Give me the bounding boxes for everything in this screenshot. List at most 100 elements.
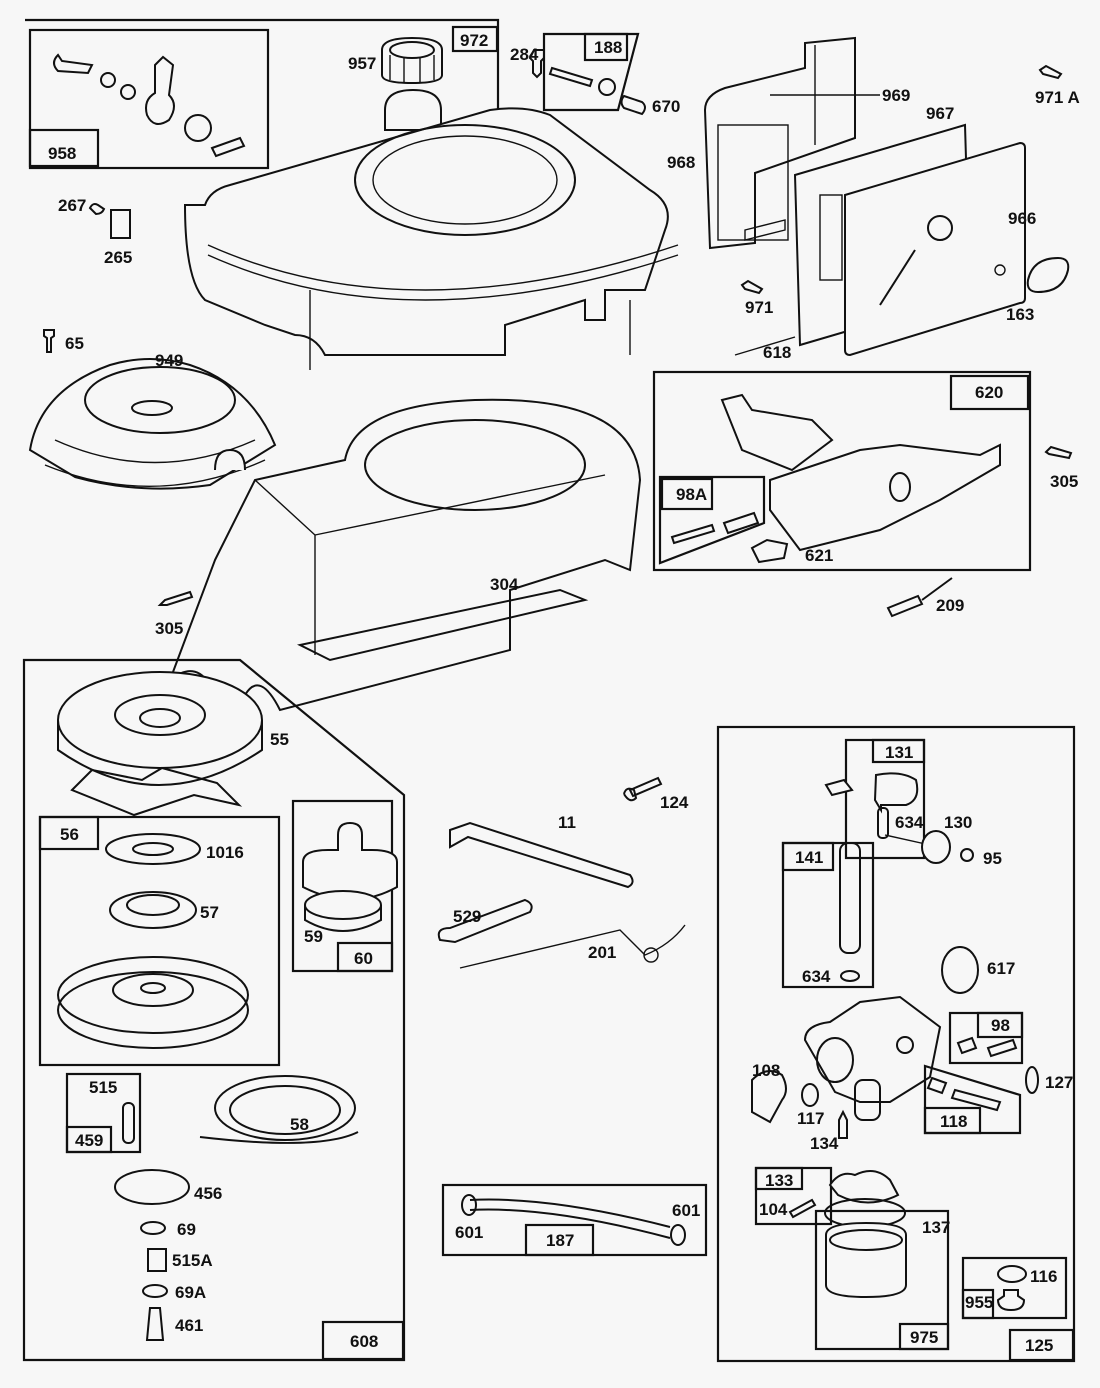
label-966: 966 — [1008, 209, 1036, 228]
fuel-bowl-icon — [825, 1221, 907, 1299]
label-124: 124 — [660, 793, 689, 812]
label-116: 116 — [1030, 1267, 1057, 1286]
label-98A: 98A — [676, 485, 707, 504]
rope-58-icon — [199, 1075, 359, 1144]
needle-118-icon — [926, 1076, 1002, 1112]
label-515A: 515A — [172, 1251, 213, 1270]
screw-971-icon — [740, 279, 764, 295]
tube-11-icon — [449, 821, 634, 889]
pawl-icon — [302, 821, 398, 901]
hose-529-icon — [437, 898, 533, 944]
kit-box-141 — [781, 841, 875, 989]
cam-456-icon — [114, 1169, 190, 1205]
label-125: 125 — [1025, 1336, 1053, 1355]
bushing-117-icon — [801, 1083, 819, 1107]
label-209: 209 — [936, 596, 964, 615]
fuel-cap-icon — [381, 36, 443, 85]
label-141: 141 — [795, 848, 823, 867]
air-cleaner-base-icon — [703, 36, 856, 250]
screw-65-icon — [43, 329, 55, 353]
label-201: 201 — [588, 943, 616, 962]
label-69: 69 — [177, 1220, 196, 1239]
label-131: 131 — [885, 743, 913, 762]
label-967: 967 — [926, 104, 954, 123]
label-969: 969 — [882, 86, 910, 105]
float-icon — [828, 1170, 900, 1204]
label-461: 461 — [175, 1316, 203, 1335]
label-60: 60 — [354, 949, 373, 968]
label-265: 265 — [104, 248, 132, 267]
kit-box-98 — [948, 1011, 1024, 1065]
kit-box-608 — [22, 658, 406, 1362]
label-456: 456 — [194, 1184, 222, 1203]
label-601-right: 601 — [672, 1201, 700, 1220]
choke-lever-icon — [824, 772, 919, 814]
kit-box-131 — [824, 738, 926, 860]
plate-130-icon — [921, 830, 951, 864]
label-620: 620 — [975, 383, 1003, 402]
label-59: 59 — [304, 927, 323, 946]
spring-618-icon — [734, 336, 796, 356]
label-130: 130 — [944, 813, 972, 832]
screw-icon — [53, 53, 94, 75]
label-187: 187 — [546, 1231, 574, 1250]
label-117: 117 — [797, 1109, 824, 1128]
label-98: 98 — [991, 1016, 1010, 1035]
label-608: 608 — [350, 1332, 378, 1351]
oring-127-icon — [1025, 1066, 1039, 1094]
label-284: 284 — [510, 45, 539, 64]
link-201-icon — [459, 924, 686, 969]
kit-box-60 — [291, 799, 398, 973]
retainer-59-icon — [304, 890, 382, 920]
pin-104-icon — [788, 1198, 817, 1219]
label-108: 108 — [752, 1061, 780, 1080]
throttle-plate-108-icon — [751, 1070, 787, 1124]
oring-617-icon — [941, 946, 979, 994]
label-634-bottom: 634 — [802, 967, 831, 986]
screw-267-icon — [88, 203, 106, 216]
screw-305-right-icon — [1044, 445, 1073, 460]
label-304: 304 — [490, 575, 519, 594]
label-134: 134 — [810, 1134, 839, 1153]
clip-icon — [210, 136, 246, 158]
label-137: 137 — [922, 1218, 950, 1237]
label-621: 621 — [805, 546, 833, 565]
label-971A: 971 A — [1035, 88, 1080, 107]
label-57: 57 — [200, 903, 219, 922]
label-305-right: 305 — [1050, 472, 1078, 491]
kit-box-958 — [28, 28, 270, 170]
label-65: 65 — [65, 334, 84, 353]
kit-box-118 — [923, 1064, 1022, 1135]
fuel-tank-icon — [183, 88, 679, 370]
part-labels: 972 958 957 284 188 670 969 971 A 967 96… — [48, 31, 1080, 1355]
starter-housing-icon — [57, 671, 263, 817]
label-529: 529 — [453, 907, 481, 926]
label-601-left: 601 — [455, 1223, 483, 1242]
screw-305-icon — [157, 590, 194, 606]
clip-265-icon — [110, 209, 131, 239]
label-56: 56 — [60, 825, 79, 844]
label-949: 949 — [155, 351, 183, 370]
kit-box-188 — [542, 32, 640, 112]
screw-124-icon — [623, 776, 663, 802]
label-1016: 1016 — [206, 843, 244, 862]
label-968: 968 — [667, 153, 695, 172]
blower-housing-icon — [167, 398, 642, 712]
label-975: 975 — [910, 1328, 938, 1347]
label-11: 11 — [558, 813, 576, 832]
pulley-icon — [57, 956, 249, 1049]
label-55: 55 — [270, 730, 289, 749]
spring-209-icon — [886, 577, 953, 618]
rewind-cover-icon — [28, 358, 277, 490]
handle-icon — [122, 1102, 135, 1144]
clamp-icon — [670, 1224, 686, 1246]
washer-1016-icon — [105, 833, 201, 865]
screw-971A-icon — [1038, 64, 1063, 80]
label-58: 58 — [290, 1115, 309, 1134]
linkage-621-icon — [750, 538, 789, 564]
label-618: 618 — [763, 343, 791, 362]
governor-bracket-icon — [769, 443, 1001, 552]
spacer-670-icon — [620, 94, 646, 116]
label-459: 459 — [75, 1131, 103, 1150]
